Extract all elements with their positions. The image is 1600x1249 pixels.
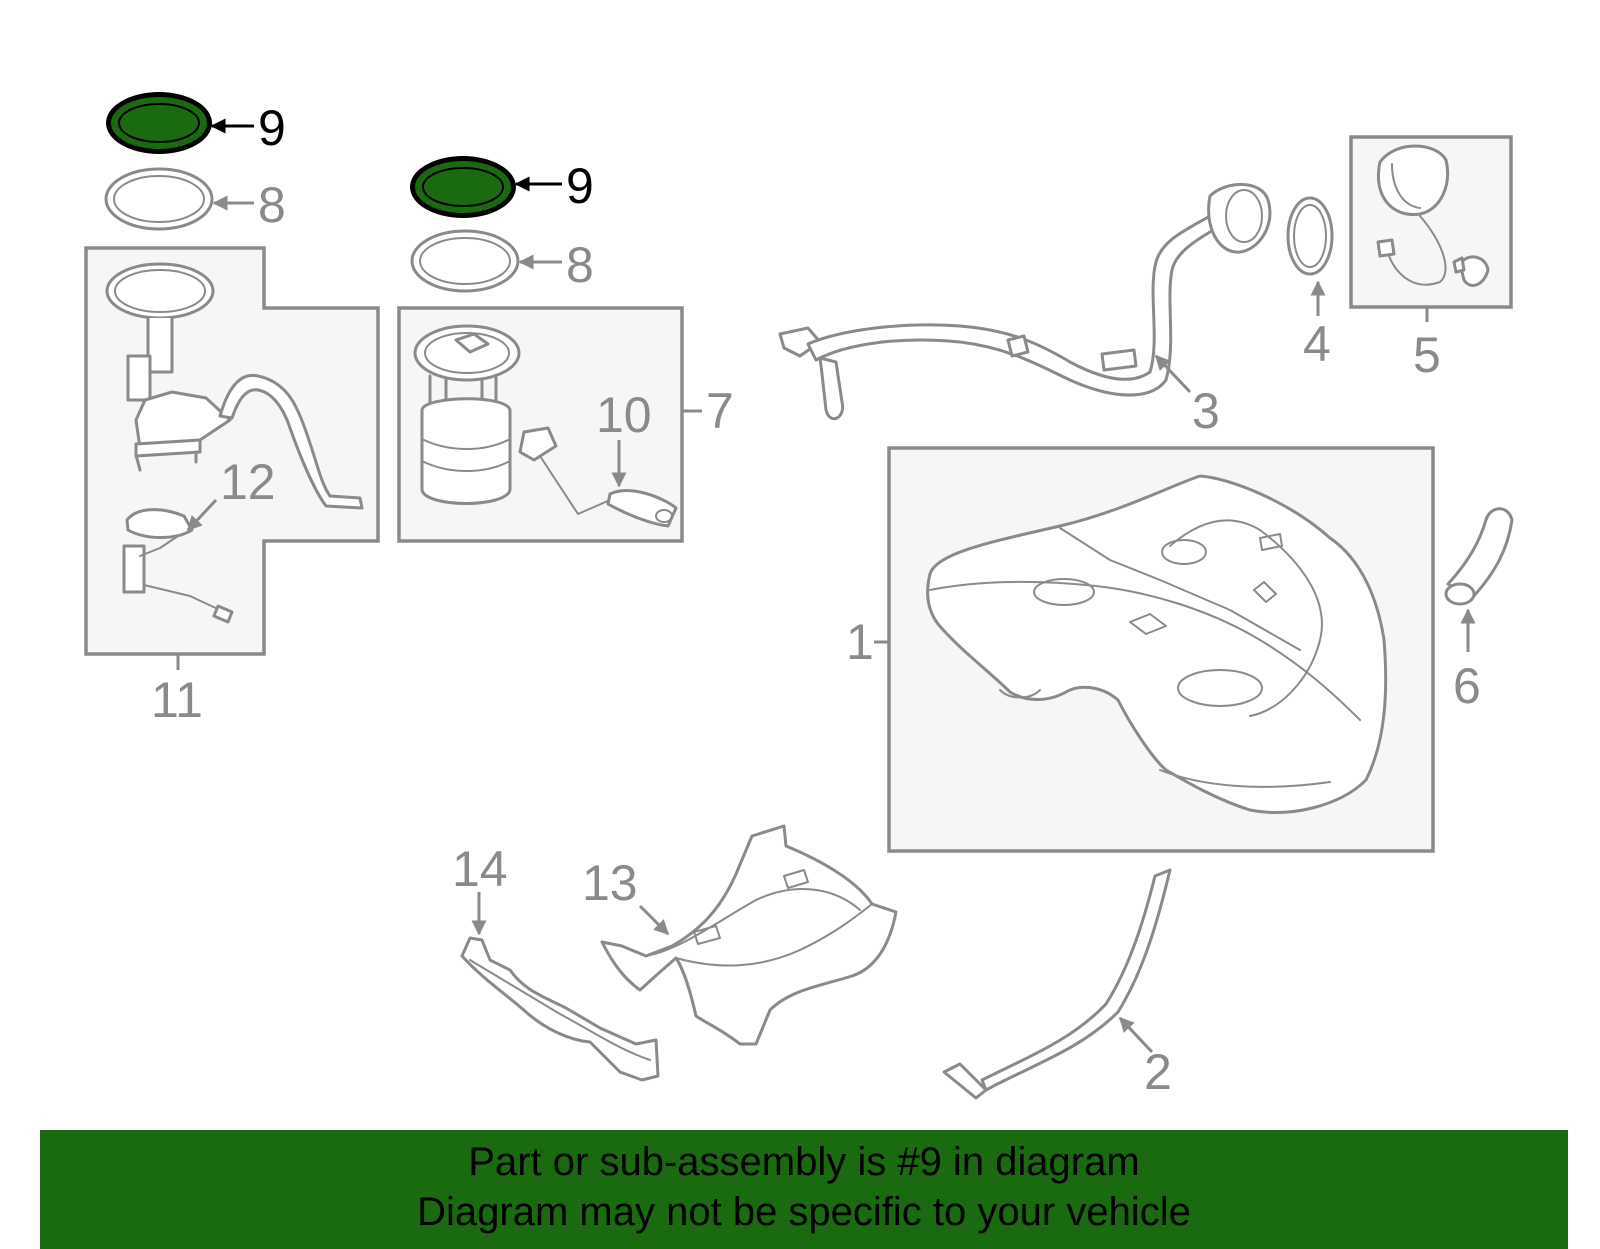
vent-hose-6 xyxy=(1444,507,1514,606)
leader-12 xyxy=(186,498,218,532)
lock-ring-9-center xyxy=(410,156,516,218)
leader-3 xyxy=(1154,354,1192,394)
callout-7: 7 xyxy=(706,383,734,439)
callout-10: 10 xyxy=(596,387,652,443)
fuel-level-sensor-12 xyxy=(122,508,234,624)
fuel-tank-1 xyxy=(926,474,1388,814)
heat-shield-13 xyxy=(600,824,898,1046)
callout-12: 12 xyxy=(220,454,276,510)
callout-8-center: 8 xyxy=(566,237,594,293)
leader-2 xyxy=(1118,1016,1154,1054)
lock-ring-9-left xyxy=(106,92,212,154)
seal-ring-8-left xyxy=(104,167,214,231)
filler-pipe-3 xyxy=(778,183,1272,421)
info-banner: Part or sub-assembly is #9 in diagram Di… xyxy=(40,1130,1568,1249)
callout-13: 13 xyxy=(582,855,638,911)
callout-3: 3 xyxy=(1192,383,1220,439)
shield-14 xyxy=(460,936,660,1082)
callout-4: 4 xyxy=(1303,316,1331,372)
callout-9-left: 9 xyxy=(258,100,286,156)
fuel-sender-assembly-11 xyxy=(105,262,364,510)
tank-strap-2 xyxy=(942,868,1172,1100)
callout-14: 14 xyxy=(452,841,508,897)
leader-13 xyxy=(638,904,670,936)
fuel-level-sender-10 xyxy=(518,426,678,528)
banner-line-part-number: Part or sub-assembly is #9 in diagram xyxy=(468,1140,1140,1184)
callout-6: 6 xyxy=(1453,658,1481,714)
gasket-4 xyxy=(1286,196,1334,276)
callout-2: 2 xyxy=(1144,1044,1172,1100)
callout-8-left: 8 xyxy=(258,177,286,233)
fuel-cap-5 xyxy=(1376,144,1490,287)
callout-1: 1 xyxy=(846,614,874,670)
seal-ring-8-center xyxy=(410,229,520,293)
callout-11: 11 xyxy=(151,672,203,728)
fuel-pump-module-7 xyxy=(413,324,521,505)
callout-5: 5 xyxy=(1413,327,1441,383)
banner-line-disclaimer: Diagram may not be specific to your vehi… xyxy=(417,1190,1191,1234)
callout-9-center: 9 xyxy=(566,158,594,214)
